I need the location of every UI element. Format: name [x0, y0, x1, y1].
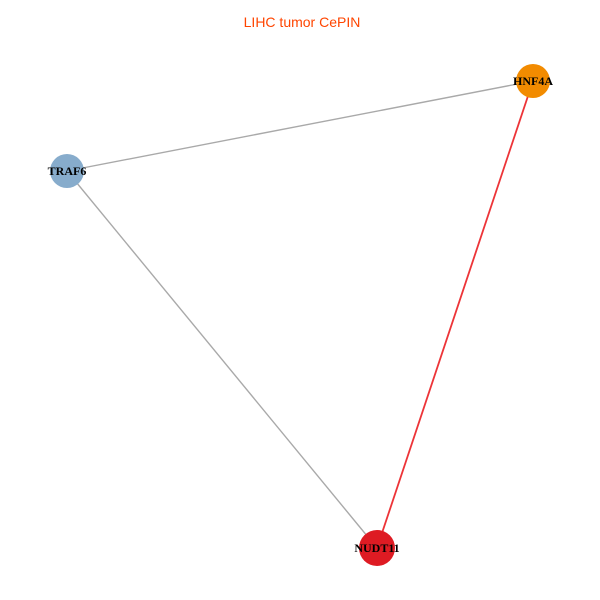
node-label-nudt11: NUDT11: [354, 541, 399, 555]
node-label-hnf4a: HNF4A: [513, 74, 553, 88]
plot-title: LIHC tumor CePIN: [244, 14, 361, 30]
node-label-traf6: TRAF6: [48, 164, 87, 178]
node-hnf4a: [516, 64, 550, 98]
node-nudt11: [359, 530, 395, 566]
edge-traf6-nudt11: [66, 170, 378, 549]
node-traf6: [50, 154, 84, 188]
edge-hnf4a-nudt11: [376, 80, 534, 549]
edge-traf6-hnf4a: [66, 80, 534, 172]
